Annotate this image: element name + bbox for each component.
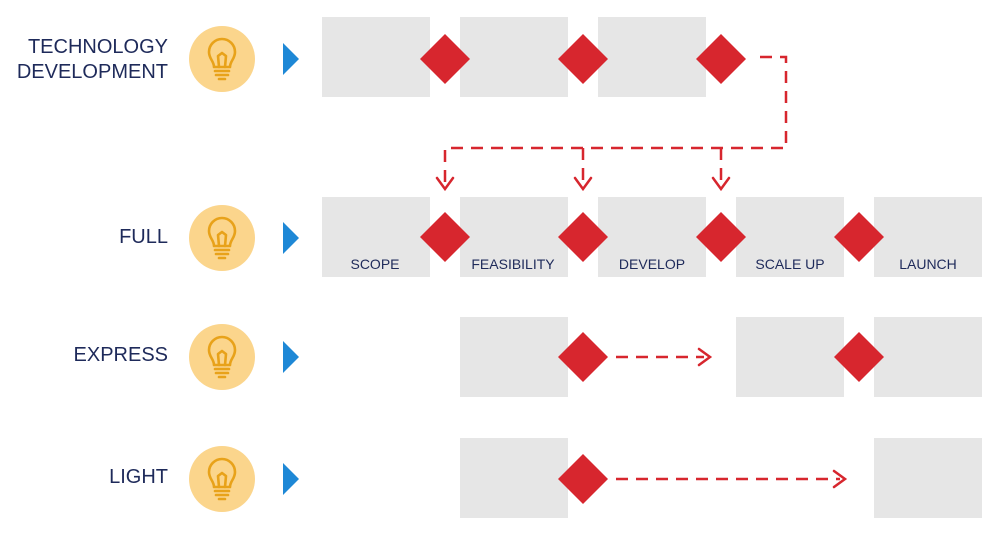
row-label-light: LIGHT bbox=[109, 466, 168, 488]
gate-diamond-icon bbox=[420, 34, 470, 84]
gate-diamond-icon bbox=[558, 212, 608, 262]
row-light bbox=[187, 438, 982, 518]
lightbulb-icon bbox=[187, 444, 257, 514]
row-label-technology-development: TECHNOLOGY DEVELOPMENT bbox=[16, 36, 168, 83]
arrowhead bbox=[832, 469, 848, 489]
row-label-full: FULL bbox=[119, 226, 168, 248]
stage-box bbox=[874, 438, 982, 518]
play-triangle-icon bbox=[283, 43, 299, 75]
arrowhead bbox=[697, 347, 713, 367]
play-triangle-icon bbox=[283, 463, 299, 495]
stage-label-scale-up: SCALE UP bbox=[755, 256, 824, 272]
stage-label-feasibility: FEASIBILITY bbox=[471, 256, 555, 272]
stage-box bbox=[460, 438, 568, 518]
play-triangle-icon bbox=[283, 341, 299, 373]
stage-box bbox=[460, 17, 568, 97]
stage-label-scope: SCOPE bbox=[350, 256, 399, 272]
gate-diamond-icon bbox=[834, 332, 884, 382]
gate-diamond-icon bbox=[558, 34, 608, 84]
stage-box bbox=[736, 317, 844, 397]
stage-label-launch: LAUNCH bbox=[899, 256, 957, 272]
gate-diamond-icon bbox=[420, 212, 470, 262]
row-technology-development bbox=[187, 17, 746, 97]
stage-box-feasibility bbox=[460, 197, 568, 277]
stage-box bbox=[598, 17, 706, 97]
lightbulb-icon bbox=[187, 24, 257, 94]
tech-to-full-connector bbox=[443, 55, 788, 186]
stage-box-launch bbox=[874, 197, 982, 277]
stage-box bbox=[874, 317, 982, 397]
gate-diamond-icon bbox=[558, 332, 608, 382]
gate-diamond-icon bbox=[834, 212, 884, 262]
gate-diamond-icon bbox=[696, 212, 746, 262]
stage-box-scope bbox=[322, 197, 430, 277]
row-full: SCOPE FEASIBILITY DEVELOP SCALE UP LAUNC… bbox=[187, 197, 982, 277]
row-label-express: EXPRESS bbox=[73, 344, 168, 366]
stage-box-develop bbox=[598, 197, 706, 277]
stage-box bbox=[460, 317, 568, 397]
gate-diamond-icon bbox=[558, 454, 608, 504]
play-triangle-icon bbox=[283, 222, 299, 254]
lightbulb-icon bbox=[187, 322, 257, 392]
stage-box bbox=[322, 17, 430, 97]
stage-box-scale-up bbox=[736, 197, 844, 277]
gate-diamond-icon bbox=[696, 34, 746, 84]
row-express bbox=[187, 317, 982, 397]
stage-label-develop: DEVELOP bbox=[619, 256, 685, 272]
connector-arrowheads bbox=[435, 176, 731, 192]
lightbulb-icon bbox=[187, 203, 257, 273]
